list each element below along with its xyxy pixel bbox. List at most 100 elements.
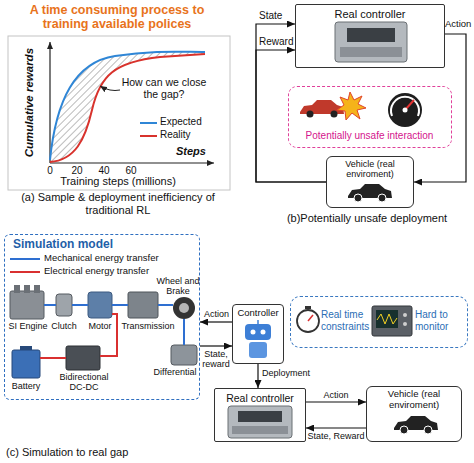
x-axis bbox=[50, 162, 214, 163]
motor-icon bbox=[88, 292, 112, 318]
node-text: Simulation model bbox=[13, 238, 163, 252]
robot-eye bbox=[251, 330, 256, 335]
text-label: A time consuming process to training ava… bbox=[8, 3, 226, 32]
text-label: Bidirectional DC-DC bbox=[52, 372, 116, 393]
engine-cylinder bbox=[14, 285, 20, 293]
text-label: 20 bbox=[68, 165, 86, 177]
legend-text: Electrical energy transfer bbox=[44, 266, 194, 277]
speedometer-hub bbox=[403, 108, 408, 113]
text-label: 0 bbox=[43, 165, 57, 177]
electrical-link bbox=[100, 314, 117, 356]
connector-arrow bbox=[256, 50, 326, 182]
engine-cylinder bbox=[34, 285, 40, 293]
car-wheel bbox=[400, 426, 408, 434]
crash-burst bbox=[337, 92, 366, 120]
transmission-icon bbox=[128, 292, 158, 318]
ecu-chip bbox=[228, 406, 292, 438]
mechanical-link bbox=[183, 319, 185, 345]
clutch-icon bbox=[56, 294, 72, 316]
text-label: Differential bbox=[150, 367, 200, 377]
controller-box: Real controller bbox=[295, 4, 445, 68]
node-text: Vehicle (real enviroment) bbox=[368, 389, 460, 411]
ecu-base bbox=[340, 47, 402, 57]
node-text: Controller bbox=[233, 308, 283, 319]
text-label: Wheel and Brake bbox=[156, 276, 200, 297]
mechanical-link bbox=[72, 304, 88, 306]
node-text: Real controller bbox=[215, 392, 305, 404]
legend-text: Mechanical energy transfer bbox=[44, 253, 194, 264]
car-wheel bbox=[378, 194, 386, 202]
node-text: Real time constraints bbox=[321, 309, 373, 332]
speedometer bbox=[388, 93, 422, 127]
legend-sample bbox=[140, 135, 157, 137]
battery-terminal bbox=[20, 346, 32, 350]
wheel-icon bbox=[173, 297, 195, 319]
edge-label: Reward bbox=[259, 36, 295, 48]
edge-label: State, Reward bbox=[300, 431, 372, 441]
text-label: 60 bbox=[122, 165, 140, 177]
robot-head bbox=[245, 324, 271, 340]
text-label: Battery bbox=[4, 381, 48, 391]
chart-frame bbox=[8, 36, 230, 190]
battery-icon bbox=[12, 350, 40, 378]
node-text: Hard to monitor bbox=[415, 309, 465, 332]
vehicle-box: Vehicle (real enviroment) bbox=[366, 386, 462, 442]
controller-box: Controller bbox=[232, 304, 284, 364]
legend-text: Reality bbox=[160, 129, 220, 141]
connector-arrow bbox=[257, 364, 258, 388]
engine-cylinder bbox=[24, 285, 30, 293]
robot-body bbox=[249, 342, 267, 358]
hazard-box: Potentially unsafe interaction bbox=[288, 86, 452, 148]
engine-icon bbox=[10, 291, 44, 319]
stopwatch-icon bbox=[297, 310, 319, 332]
text-label: Cumulative rewards bbox=[23, 41, 36, 165]
edge-label: State, reward bbox=[199, 349, 233, 370]
controller-box: Real controller bbox=[214, 388, 306, 442]
connector-arrow bbox=[414, 34, 466, 182]
legend-sample bbox=[10, 258, 40, 260]
oscilloscope-screen bbox=[376, 310, 398, 328]
car-wheel bbox=[307, 111, 314, 118]
ecu-base bbox=[232, 426, 288, 434]
legend-text: Expected bbox=[160, 116, 220, 128]
mechanical-link bbox=[158, 304, 173, 306]
dcdc-icon bbox=[66, 346, 100, 370]
ecu-connector bbox=[347, 28, 395, 42]
ecu-chip bbox=[335, 22, 407, 62]
car-wheel bbox=[331, 111, 338, 118]
robot-eye bbox=[261, 330, 266, 335]
text-label: Motor bbox=[84, 321, 116, 331]
speedometer-scale bbox=[391, 97, 419, 116]
text-label: (a) Sample & deployment inefficiency of … bbox=[2, 191, 234, 216]
expected-curve bbox=[50, 52, 205, 160]
connector-arrow bbox=[200, 321, 232, 322]
text-label: Transmission bbox=[118, 321, 178, 331]
text-label: (b)Potentially unsafe deployment bbox=[262, 212, 472, 225]
text-label: Steps bbox=[176, 145, 216, 158]
stopwatch-hand bbox=[308, 315, 313, 321]
connector-arrow bbox=[306, 401, 366, 402]
brake-disc bbox=[179, 303, 189, 313]
edge-label: Action bbox=[308, 390, 364, 400]
car-wheel bbox=[354, 194, 362, 202]
callout-arrow bbox=[100, 86, 120, 91]
edge-label: Action bbox=[445, 19, 474, 30]
y-axis bbox=[49, 42, 50, 163]
oscilloscope-icon bbox=[372, 306, 412, 336]
node-text: Real controller bbox=[296, 8, 444, 21]
legend-sample bbox=[140, 122, 157, 124]
text-label: (c) Simulation to real gap bbox=[6, 446, 206, 459]
connector-arrow bbox=[306, 427, 366, 428]
edge-label: State bbox=[259, 10, 293, 22]
node-text: Vehicle (real enviroment) bbox=[328, 159, 412, 180]
edge-label: Deployment bbox=[262, 368, 322, 378]
car-wheel bbox=[424, 426, 432, 434]
text-label: Clutch bbox=[48, 321, 80, 331]
mechanical-link bbox=[44, 304, 56, 306]
node-text: Potentially unsafe interaction bbox=[289, 130, 450, 142]
oscilloscope-knob bbox=[403, 313, 407, 317]
electrical-link bbox=[40, 357, 66, 359]
text-label: SI Engine bbox=[4, 321, 52, 331]
text-label: How can we close the gap? bbox=[118, 76, 210, 100]
